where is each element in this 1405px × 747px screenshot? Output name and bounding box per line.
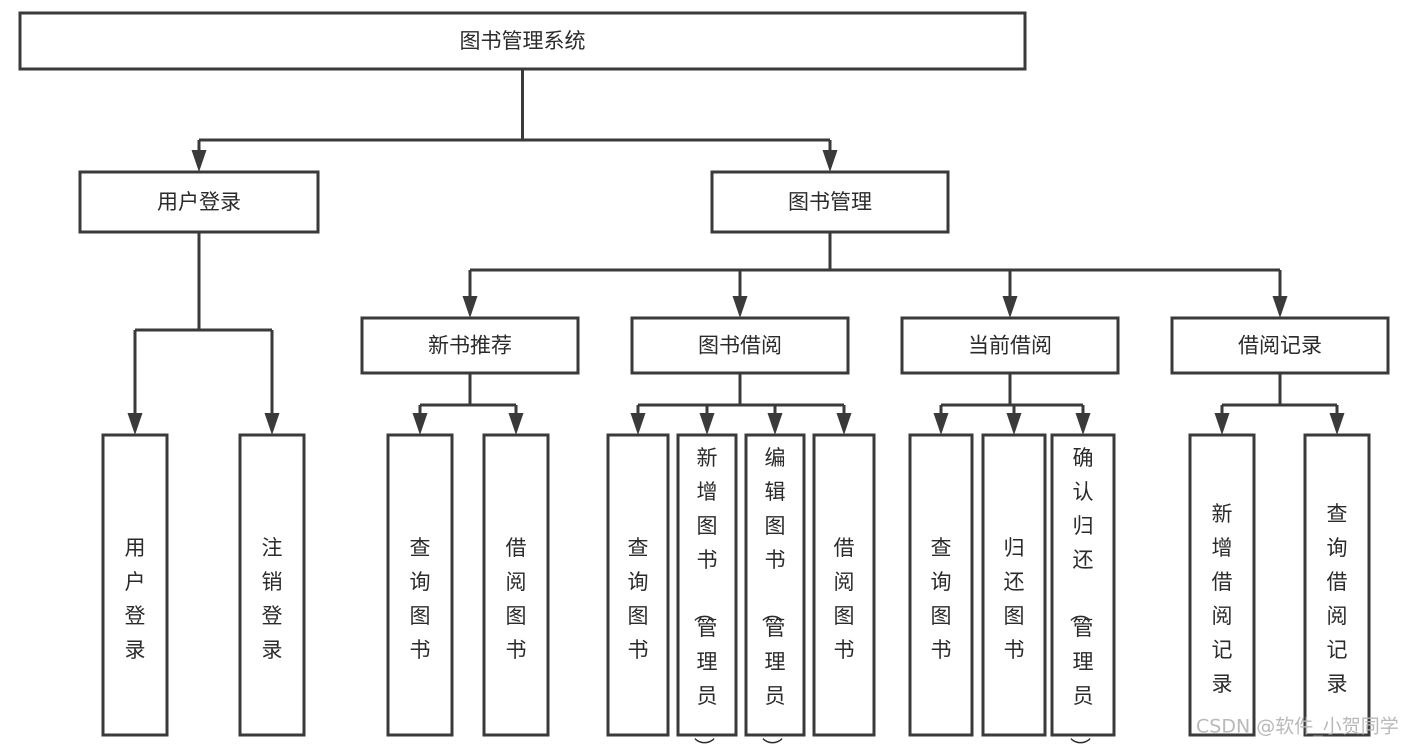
node-box-leaf-query-book-3[interactable] xyxy=(908,433,974,737)
arrow-head-icon xyxy=(699,413,715,435)
node-leaf-return-book[interactable]: 归还图书 xyxy=(981,433,1047,737)
node-box-user-login[interactable] xyxy=(78,170,320,234)
arrow-head-icon xyxy=(1272,296,1288,318)
node-label-borrow-record: 借阅记录 xyxy=(1238,334,1322,358)
node-leaf-query-book-1[interactable]: 查询图书 xyxy=(386,433,454,737)
node-label-current-borrow: 当前借阅 xyxy=(968,334,1052,358)
node-box-leaf-user-login[interactable] xyxy=(101,433,169,737)
node-leaf-query-book-2[interactable]: 查询图书 xyxy=(606,433,670,737)
edges-layer xyxy=(127,69,1345,435)
node-box-leaf-query-book-2[interactable] xyxy=(606,433,670,737)
node-label-leaf-query-book-3: 查询图书 xyxy=(931,536,952,662)
node-label-book-borrow: 图书借阅 xyxy=(698,334,782,358)
node-box-book-borrow[interactable] xyxy=(630,316,850,375)
node-box-leaf-user-logout[interactable] xyxy=(238,433,306,737)
node-leaf-borrow-book-1[interactable]: 借阅图书 xyxy=(482,433,550,737)
arrow-head-icon xyxy=(191,150,207,172)
node-book-manage[interactable]: 图书管理 xyxy=(710,170,950,234)
node-box-book-manage[interactable] xyxy=(710,170,950,234)
node-user-login[interactable]: 用户登录 xyxy=(78,170,320,234)
node-label-leaf-query-record: 查询借阅记录 xyxy=(1327,502,1348,696)
node-box-leaf-return-book[interactable] xyxy=(981,433,1047,737)
node-leaf-confirm-return[interactable]: 确认归还（管理员） xyxy=(1050,433,1116,747)
node-box-leaf-edit-book[interactable] xyxy=(744,433,806,737)
node-label-user-login: 用户登录 xyxy=(157,190,241,214)
node-label-leaf-add-record: 新增借阅记录 xyxy=(1212,502,1233,696)
node-leaf-user-login[interactable]: 用户登录 xyxy=(101,433,169,737)
arrow-head-icon xyxy=(508,413,524,435)
node-box-leaf-query-record[interactable] xyxy=(1303,433,1371,737)
node-root[interactable]: 图书管理系统 xyxy=(18,11,1027,71)
node-box-leaf-borrow-book-1[interactable] xyxy=(482,433,550,737)
arrow-head-icon xyxy=(933,413,949,435)
arrow-head-icon xyxy=(264,413,280,435)
node-box-root[interactable] xyxy=(18,11,1027,71)
arrow-head-icon xyxy=(1214,413,1230,435)
arrow-head-icon xyxy=(1006,413,1022,435)
node-leaf-add-record[interactable]: 新增借阅记录 xyxy=(1188,433,1256,737)
edge-group-borrow-record xyxy=(1214,373,1345,435)
node-label-leaf-user-login: 用户登录 xyxy=(125,536,146,662)
node-new-book-rec[interactable]: 新书推荐 xyxy=(360,316,580,375)
node-label-leaf-borrow-book-2: 借阅图书 xyxy=(834,536,855,662)
watermark-label: CSDN @软件_小贺同学 xyxy=(1196,716,1399,738)
node-borrow-record[interactable]: 借阅记录 xyxy=(1170,316,1390,375)
arrow-head-icon xyxy=(127,413,143,435)
node-leaf-borrow-book-2[interactable]: 借阅图书 xyxy=(812,433,876,737)
edge-group-new-book-rec xyxy=(412,373,524,435)
arrow-head-icon xyxy=(822,150,838,172)
node-label-leaf-query-book-1: 查询图书 xyxy=(410,536,431,662)
node-label-leaf-add-book: 新增图书（管理员） xyxy=(692,446,718,747)
node-label-book-manage: 图书管理 xyxy=(788,190,872,214)
node-box-leaf-confirm-return[interactable] xyxy=(1050,433,1116,737)
node-box-leaf-add-book[interactable] xyxy=(676,433,738,737)
node-label-leaf-return-book: 归还图书 xyxy=(1004,536,1025,662)
edge-group-book-manage xyxy=(462,232,1288,318)
node-box-borrow-record[interactable] xyxy=(1170,316,1390,375)
node-label-leaf-user-logout: 注销登录 xyxy=(262,536,283,662)
edge-group-user-login xyxy=(127,232,280,435)
node-leaf-edit-book[interactable]: 编辑图书（管理员） xyxy=(744,433,806,747)
arrow-head-icon xyxy=(1075,413,1091,435)
arrow-head-icon xyxy=(767,413,783,435)
node-label-leaf-query-book-2: 查询图书 xyxy=(628,536,649,662)
edge-group-root xyxy=(191,69,838,172)
edge-group-current-borrow xyxy=(933,373,1091,435)
edge-group-book-borrow xyxy=(630,373,852,435)
nodes-layer: 图书管理系统用户登录图书管理新书推荐图书借阅当前借阅借阅记录用户登录注销登录查询… xyxy=(18,11,1390,747)
node-label-root: 图书管理系统 xyxy=(460,29,586,53)
node-label-leaf-confirm-return: 确认归还（管理员） xyxy=(1068,446,1094,747)
node-leaf-query-book-3[interactable]: 查询图书 xyxy=(908,433,974,737)
node-leaf-query-record[interactable]: 查询借阅记录 xyxy=(1303,433,1371,737)
arrow-head-icon xyxy=(836,413,852,435)
node-box-new-book-rec[interactable] xyxy=(360,316,580,375)
node-box-leaf-query-book-1[interactable] xyxy=(386,433,454,737)
node-label-leaf-edit-book: 编辑图书（管理员） xyxy=(760,446,786,747)
node-label-new-book-rec: 新书推荐 xyxy=(428,334,512,358)
node-leaf-add-book[interactable]: 新增图书（管理员） xyxy=(676,433,738,747)
arrow-head-icon xyxy=(630,413,646,435)
node-box-leaf-add-record[interactable] xyxy=(1188,433,1256,737)
arrow-head-icon xyxy=(462,296,478,318)
node-box-current-borrow[interactable] xyxy=(900,316,1120,375)
node-label-leaf-borrow-book-1: 借阅图书 xyxy=(506,536,527,662)
node-box-leaf-borrow-book-2[interactable] xyxy=(812,433,876,737)
arrow-head-icon xyxy=(732,296,748,318)
node-leaf-user-logout[interactable]: 注销登录 xyxy=(238,433,306,737)
arrow-head-icon xyxy=(412,413,428,435)
arrow-head-icon xyxy=(1329,413,1345,435)
node-current-borrow[interactable]: 当前借阅 xyxy=(900,316,1120,375)
arrow-head-icon xyxy=(1002,296,1018,318)
node-book-borrow[interactable]: 图书借阅 xyxy=(630,316,850,375)
